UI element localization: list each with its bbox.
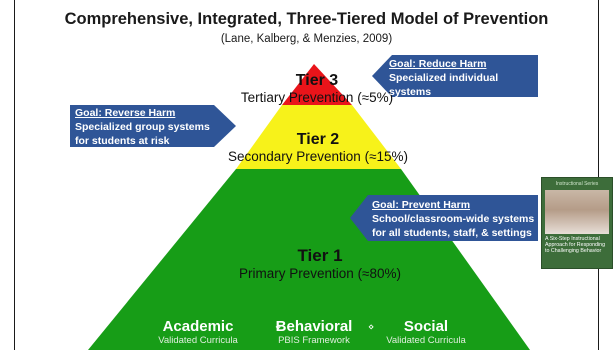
tier2-shape [236,105,401,169]
tier1-level: Primary Prevention [239,266,354,281]
book-cover-photo [545,190,609,234]
category-academic: Academic Validated Curricula [138,318,258,346]
goal-reverse-line2: for students at risk [75,135,170,147]
goal-reduce-text: Goal: Reduce Harm Specialized individual… [389,57,537,113]
book-cover-thumbnail: Instructional Series A Six-Step Instruct… [541,177,613,269]
book-series-label: Instructional Series [555,181,599,187]
right-border-line [598,0,599,350]
tier1-level-line: Primary Prevention (≈80%) [200,266,440,281]
goal-prevent-callout [350,195,538,241]
tier1-label: Tier 1 Primary Prevention (≈80%) [200,246,440,281]
category-separator-1: ⋄ [275,322,282,333]
tier3-level-line: Tertiary Prevention (≈5%) [214,90,420,105]
goal-reverse-callout [70,105,236,147]
category-social-name: Social [403,318,449,335]
tier3-label: Tier 3 Tertiary Prevention (≈5%) [214,72,420,105]
tier2-label: Tier 2 Secondary Prevention (≈15%) [200,131,436,164]
category-behavioral-name: Behavioral [275,318,353,335]
goal-reduce-title: Goal: Reduce Harm [389,58,487,70]
goal-reduce-callout [372,55,538,97]
category-behavioral: Behavioral PBIS Framework [254,318,374,346]
tier2-level: Secondary Prevention [227,149,361,164]
goal-prevent-text: Goal: Prevent Harm School/classroom-wide… [372,198,538,240]
goal-reverse-text: Goal: Reverse Harm Specialized group sys… [75,106,215,148]
tier3-name: Tier 3 [295,72,339,89]
goal-prevent-line2: for all students, staff, & settings [372,227,532,239]
left-border-line [14,0,15,350]
goal-reduce-line1: Specialized individual systems [389,72,499,98]
category-social-sub: Validated Curricula [386,335,466,346]
tier2-name: Tier 2 [296,131,340,148]
tier3-percent: (≈5%) [357,90,394,105]
category-academic-sub: Validated Curricula [158,335,238,346]
tier2-level-line: Secondary Prevention (≈15%) [200,149,436,164]
tier2-percent: (≈15%) [364,149,409,164]
category-behavioral-sub: PBIS Framework [278,335,350,346]
category-separator-2: ⋄ [368,322,375,333]
goal-prevent-title: Goal: Prevent Harm [372,199,471,211]
tier1-name: Tier 1 [297,246,343,265]
tier1-percent: (≈80%) [357,266,401,281]
tier3-level: Tertiary Prevention [240,90,354,105]
category-social: Social Validated Curricula [366,318,486,346]
goal-reverse-title: Goal: Reverse Harm [75,107,176,119]
goal-reverse-line1: Specialized group systems [75,121,210,133]
book-cover-title: A Six-Step Instructional Approach for Re… [545,236,606,254]
page-subtitle: (Lane, Kalberg, & Menzies, 2009) [220,33,393,45]
goal-prevent-line1: School/classroom-wide systems [372,213,535,225]
page-title: Comprehensive, Integrated, Three-Tiered … [64,10,549,28]
tier3-shape [282,64,352,105]
goal-reduce-line2: for students with high risk [401,100,533,112]
category-academic-name: Academic [162,318,234,335]
